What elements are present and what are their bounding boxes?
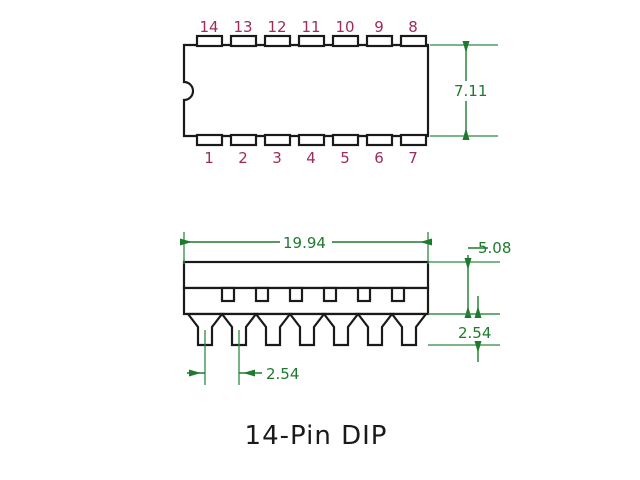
side-lead-5: [321, 312, 361, 347]
side-view-body: [182, 260, 430, 290]
arrow-711-top: [462, 41, 470, 53]
top-view-body-outline: [182, 43, 430, 138]
top-pin-4: [297, 133, 326, 147]
pin-label-10: 10: [335, 18, 354, 36]
side-view-lead-notches: [220, 286, 406, 303]
side-view-leads: [185, 312, 429, 347]
top-view-pins-lower: [195, 133, 428, 147]
pin-label-2: 2: [238, 149, 248, 167]
arrow-254v-lower: [474, 341, 482, 353]
pin-label-3: 3: [272, 149, 282, 167]
dim-text-1994: 19.94: [283, 234, 326, 252]
dim-text-bg-711: [452, 81, 492, 101]
top-pin-7: [399, 133, 428, 147]
top-pin-2: [229, 133, 258, 147]
top-pin-8: [399, 34, 428, 48]
dim-text-711: 7.11: [454, 82, 487, 100]
lead-notch-3: [288, 286, 304, 303]
top-pin-3: [263, 133, 292, 147]
arrow-711-bottom: [462, 128, 470, 140]
pin-number-labels-top: 14 13 12 11 10 9 8: [199, 18, 417, 36]
pin-label-8: 8: [408, 18, 418, 36]
arrow-1994-left: [180, 238, 192, 246]
pin-label-4: 4: [306, 149, 316, 167]
side-lead-6: [355, 312, 395, 347]
dim-text-508: 5.08: [478, 239, 511, 257]
top-pin-10: [331, 34, 360, 48]
top-pin-14: [195, 34, 224, 48]
top-pin-9: [365, 34, 394, 48]
lead-notch-5: [356, 286, 372, 303]
pin-label-13: 13: [233, 18, 252, 36]
pin-label-12: 12: [267, 18, 286, 36]
lead-notch-6: [390, 286, 406, 303]
arrow-508-bottom: [464, 306, 472, 318]
side-view-group: 19.94 5.08 2.54: [180, 232, 511, 385]
top-pin-1: [195, 133, 224, 147]
pin-label-9: 9: [374, 18, 384, 36]
lead-notch-2: [254, 286, 270, 303]
arrow-508-top: [464, 258, 472, 270]
top-pin-13: [229, 34, 258, 48]
pin-label-6: 6: [374, 149, 384, 167]
arrow-pitch-left: [189, 369, 201, 377]
side-lead-7: [389, 312, 429, 347]
pin-number-labels-bottom: 1 2 3 4 5 6 7: [204, 149, 418, 167]
dimension-body-height-508: 5.08: [428, 239, 511, 318]
top-pin-6: [365, 133, 394, 147]
side-lead-4: [287, 312, 327, 347]
pin-label-7: 7: [408, 149, 418, 167]
dimension-lead-pitch-254: 2.54: [187, 330, 299, 385]
arrow-254v-upper: [474, 306, 482, 318]
pin-label-1: 1: [204, 149, 214, 167]
dimension-lead-length-254: 2.54: [428, 296, 500, 362]
top-pin-12: [263, 34, 292, 48]
dim-text-254-lead: 2.54: [458, 324, 491, 342]
top-view-pins-upper: [195, 34, 428, 48]
dim-text-254-pitch: 2.54: [266, 365, 299, 383]
pin-label-14: 14: [199, 18, 218, 36]
pin-label-5: 5: [340, 149, 350, 167]
lead-notch-4: [322, 286, 338, 303]
dimension-length-1994: 19.94: [180, 232, 432, 264]
top-pin-11: [297, 34, 326, 48]
arrow-pitch-right: [243, 369, 255, 377]
top-pin-5: [331, 133, 360, 147]
dimension-body-width-711: 7.11: [430, 41, 498, 140]
side-lead-3: [253, 312, 293, 347]
pin-label-11: 11: [301, 18, 320, 36]
lead-notch-1: [220, 286, 236, 303]
arrow-1994-right: [420, 238, 432, 246]
drawing-title: 14-Pin DIP: [245, 421, 388, 451]
top-view-group: 14 13 12 11 10 9 8 1 2 3 4 5 6 7: [182, 18, 498, 167]
dim-text-bg-1994: [280, 232, 332, 252]
